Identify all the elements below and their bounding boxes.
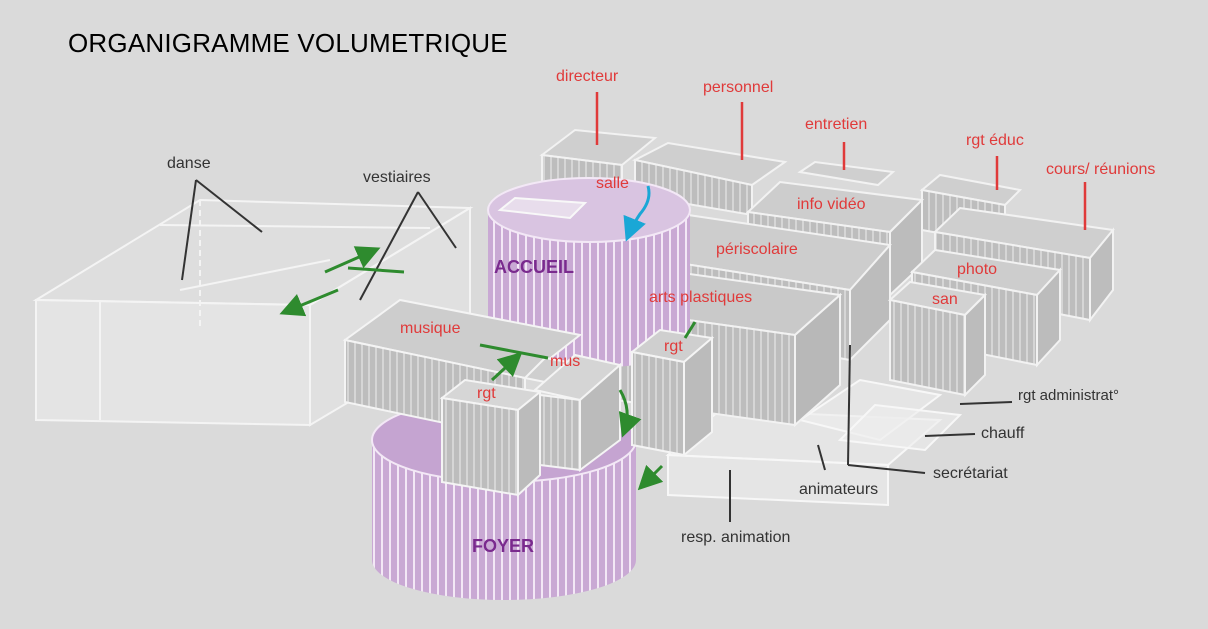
label-arts-plastiques: arts plastiques (649, 289, 753, 306)
label-entretien: entretien (805, 116, 868, 133)
label-animateurs: animateurs (799, 481, 879, 498)
label-directeur: directeur (556, 68, 619, 85)
label-resp-animation: resp. animation (681, 529, 791, 546)
rgt-center-volume (629, 328, 715, 458)
label-salle: salle (596, 175, 629, 192)
administration-volumes (665, 378, 963, 507)
label-secretariat: secrétariat (933, 465, 1008, 482)
label-foyer: FOYER (472, 536, 535, 556)
label-rgt-left: rgt (477, 385, 496, 402)
label-mus: mus (550, 353, 581, 370)
label-musique: musique (400, 320, 461, 337)
musique-volumes (342, 298, 623, 498)
photo-san-volumes (887, 248, 1062, 398)
salle-arrow (623, 185, 651, 242)
annotation-leader-lines (181, 179, 1013, 522)
label-personnel: personnel (703, 79, 774, 96)
label-photo: photo (957, 261, 998, 278)
label-chauff: chauff (981, 425, 1025, 442)
label-cours-reunions: cours/ réunions (1046, 161, 1156, 178)
label-periscolaire: périscolaire (716, 241, 798, 258)
label-danse: danse (167, 155, 211, 172)
label-san: san (932, 291, 958, 308)
label-info-video: info vidéo (797, 196, 866, 213)
diagram-title: ORGANIGRAMME VOLUMETRIQUE (68, 28, 508, 58)
label-vestiaires: vestiaires (363, 169, 431, 186)
label-accueil: ACCUEIL (494, 257, 574, 277)
label-rgt-center: rgt (664, 338, 683, 355)
label-rgt-administrat: rgt administrat° (1018, 387, 1120, 404)
circulation-arrows (279, 246, 697, 491)
room-leader-lines (595, 92, 1087, 230)
label-rgt-educ: rgt éduc (966, 132, 1024, 149)
